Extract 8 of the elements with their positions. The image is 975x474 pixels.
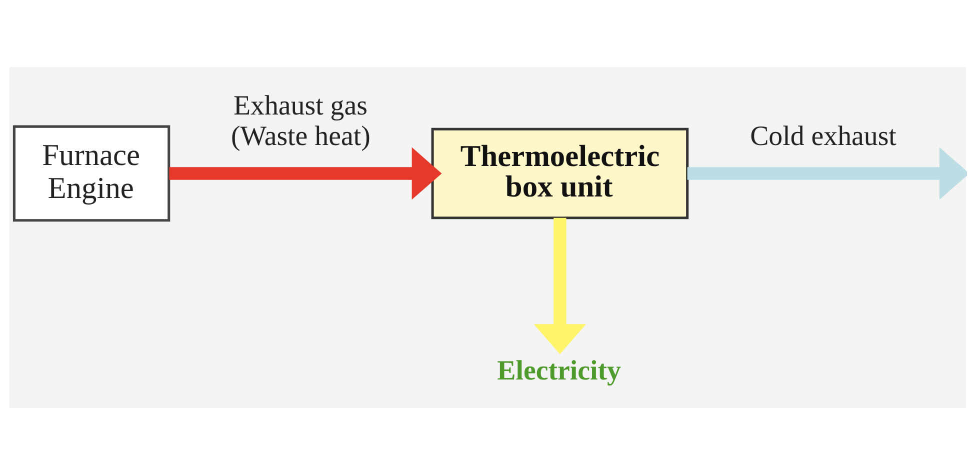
arrow	[169, 146, 442, 200]
node-box: Furnace Engine	[12, 124, 170, 222]
node-box: Thermoelectric box unit	[431, 127, 689, 219]
edge-label: Cold exhaust	[750, 120, 896, 152]
node-text: Electricity	[497, 355, 622, 386]
arrow	[534, 217, 586, 354]
edge-label: Exhaust gas (Waste heat)	[230, 90, 370, 152]
arrow	[687, 146, 967, 200]
